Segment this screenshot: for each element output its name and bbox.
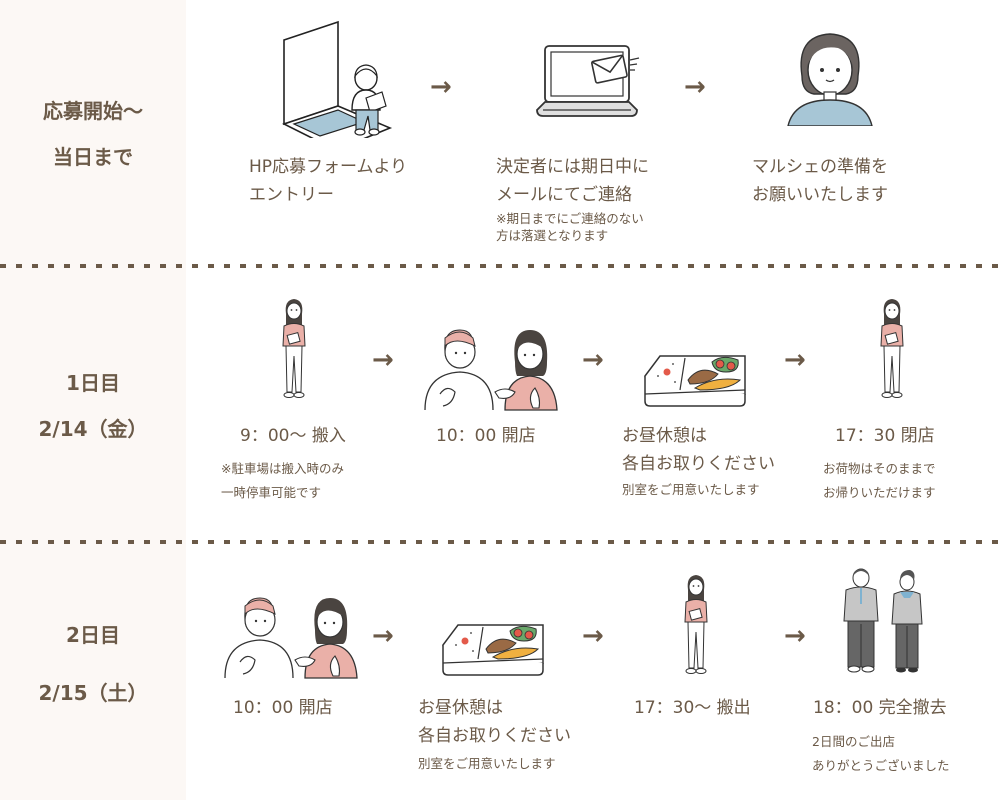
step-note-line: ※駐車場は搬入時のみ xyxy=(221,461,344,476)
step-note-line: ありがとうございました xyxy=(812,758,950,773)
section-3-label-line-1: 2日目 xyxy=(66,623,120,647)
step-note: 別室をご用意いたします xyxy=(622,478,760,502)
woman-portrait-icon xyxy=(787,33,873,126)
step-title-line: マルシェの準備を xyxy=(752,157,888,177)
step-note: 2日間のご出店 ありがとうございました xyxy=(812,730,950,778)
step-note-line: 別室をご用意いたします xyxy=(418,756,556,771)
section-divider xyxy=(0,264,1000,268)
person-on-laptop-icon xyxy=(282,20,393,138)
section-2-label: 1日目 2/14（金） xyxy=(0,360,186,452)
step-note: お荷物はそのままで お帰りいただけます xyxy=(823,457,936,505)
section-2-label-line-1: 1日目 xyxy=(66,371,120,395)
step-title: 10：00 開店 xyxy=(436,422,536,450)
step-title: お昼休憩は 各自お取りください xyxy=(622,422,775,478)
laptop-mail-icon xyxy=(536,45,640,117)
step-title-line: メールにてご連絡 xyxy=(496,185,632,205)
step-note-line: 方は落選となります xyxy=(496,228,609,243)
two-people-talking-icon xyxy=(215,590,365,680)
step-title-line: 10：00 開店 xyxy=(233,698,333,718)
left-panel xyxy=(0,0,186,800)
step-note: ※駐車場は搬入時のみ 一時停車可能です xyxy=(221,457,344,505)
arrow-icon: → xyxy=(582,621,604,651)
step-note-line: 2日間のご出店 xyxy=(812,734,895,749)
step-title: 9：00〜 搬入 xyxy=(240,422,346,450)
step-title: マルシェの準備を お願いいたします xyxy=(752,153,888,209)
bento-box-icon xyxy=(640,346,750,416)
step-title: 決定者には期日中に メールにてご連絡 xyxy=(496,153,649,209)
step-note-line: お荷物はそのままで xyxy=(823,461,936,476)
step-title-line: 10：00 開店 xyxy=(436,426,536,446)
section-divider xyxy=(0,540,1000,544)
step-note-line: 一時停車可能です xyxy=(221,485,322,500)
step-title: 10：00 開店 xyxy=(233,694,333,722)
arrow-icon: → xyxy=(784,621,806,651)
arrow-icon: → xyxy=(430,72,452,102)
arrow-icon: → xyxy=(372,621,394,651)
section-2-label-line-2: 2/14（金） xyxy=(38,417,148,441)
section-1-label-line-1: 応募開始〜 xyxy=(43,99,143,123)
step-note-line: ※期日までにご連絡のない xyxy=(496,211,644,226)
step-title-line: 18：00 完全撤去 xyxy=(813,698,947,718)
two-people-talking-icon xyxy=(415,322,565,412)
arrow-icon: → xyxy=(784,345,806,375)
section-3-label-line-2: 2/15（土） xyxy=(38,681,148,705)
section-1-label: 応募開始〜 当日まで xyxy=(0,88,186,180)
step-title: 17：30 閉店 xyxy=(835,422,935,450)
arrow-icon: → xyxy=(684,72,706,102)
arrow-icon: → xyxy=(582,345,604,375)
step-title: 18：00 完全撤去 xyxy=(813,694,947,722)
step-title-line: お昼休憩は xyxy=(622,426,707,446)
step-title: HP応募フォームより エントリー xyxy=(249,153,407,209)
step-note-line: 別室をご用意いたします xyxy=(622,482,760,497)
step-title-line: HP応募フォームより xyxy=(249,157,408,177)
step-note: 別室をご用意いたします xyxy=(418,752,556,776)
step-note: ※期日までにご連絡のない 方は落選となります xyxy=(496,210,644,244)
step-title-line: 各自お取りください xyxy=(622,454,775,474)
section-3-label: 2日目 2/15（土） xyxy=(0,612,186,716)
step-note-line: お帰りいただけます xyxy=(823,485,936,500)
step-title-line: お昼休憩は xyxy=(418,698,503,718)
step-title-line: お願いいたします xyxy=(752,185,888,205)
standing-woman-icon xyxy=(676,572,716,682)
step-title: お昼休憩は 各自お取りください xyxy=(418,694,571,750)
step-title: 17：30〜 搬出 xyxy=(634,694,751,722)
arrow-icon: → xyxy=(372,345,394,375)
section-1-label-line-2: 当日まで xyxy=(53,145,133,169)
step-title-line: 各自お取りください xyxy=(418,726,571,746)
bento-box-icon xyxy=(438,615,548,685)
step-title-line: 9：00〜 搬入 xyxy=(240,426,346,446)
standing-woman-icon xyxy=(274,296,314,406)
step-title-line: 17：30〜 搬出 xyxy=(634,698,751,718)
step-title-line: 決定者には期日中に xyxy=(496,157,649,177)
standing-woman-icon xyxy=(872,296,912,406)
step-title-line: 17：30 閉店 xyxy=(835,426,935,446)
bowing-staff-icon xyxy=(834,566,934,676)
step-title-line: エントリー xyxy=(249,185,334,205)
